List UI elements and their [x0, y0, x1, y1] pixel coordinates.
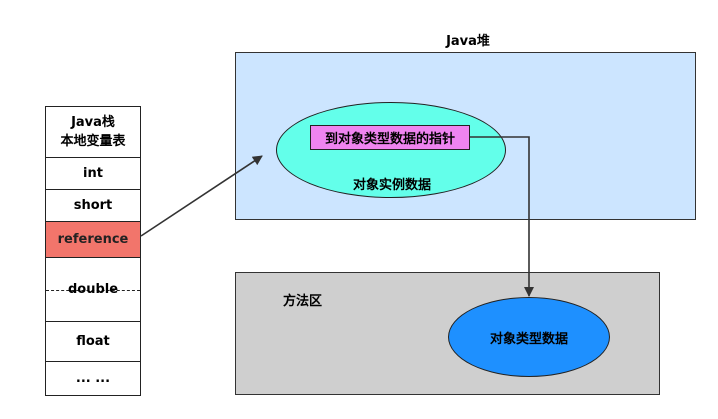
slot-more-label: ... ... — [75, 371, 111, 386]
slot-float-label: float — [76, 334, 110, 349]
java-stack-header: Java栈 本地变量表 — [46, 107, 140, 157]
slot-double-label: double — [67, 282, 119, 297]
slot-int: int — [46, 157, 140, 189]
java-stack-title: Java栈 — [71, 115, 115, 130]
pointer-to-type-data-arrow — [470, 136, 534, 297]
slot-int-label: int — [83, 166, 103, 181]
local-variable-table-title: 本地变量表 — [60, 134, 126, 149]
slot-reference-label: reference — [57, 232, 129, 247]
method-area-title: 方法区 — [283, 294, 323, 309]
object-type-data-label: 对象类型数据 — [489, 331, 568, 347]
object-type-data-ellipse: 对象类型数据 — [448, 297, 610, 377]
type-pointer-box: 到对象类型数据的指针 — [310, 125, 470, 150]
slot-more: ... ... — [46, 361, 140, 395]
slot-short: short — [46, 189, 140, 221]
slot-double: double — [46, 257, 140, 321]
object-instance-label: 对象实例数据 — [352, 178, 431, 193]
type-pointer-label: 到对象类型数据的指针 — [324, 132, 455, 147]
slot-short-label: short — [73, 198, 113, 213]
object-instance-ellipse — [276, 102, 506, 198]
reference-to-instance-arrow — [140, 155, 263, 237]
slot-reference: reference — [46, 221, 140, 257]
slot-float: float — [46, 321, 140, 361]
heap-title: Java堆 — [446, 34, 490, 49]
double-slot-divider — [46, 290, 140, 291]
java-stack-table: Java栈 本地变量表 int short reference double f… — [45, 106, 141, 396]
